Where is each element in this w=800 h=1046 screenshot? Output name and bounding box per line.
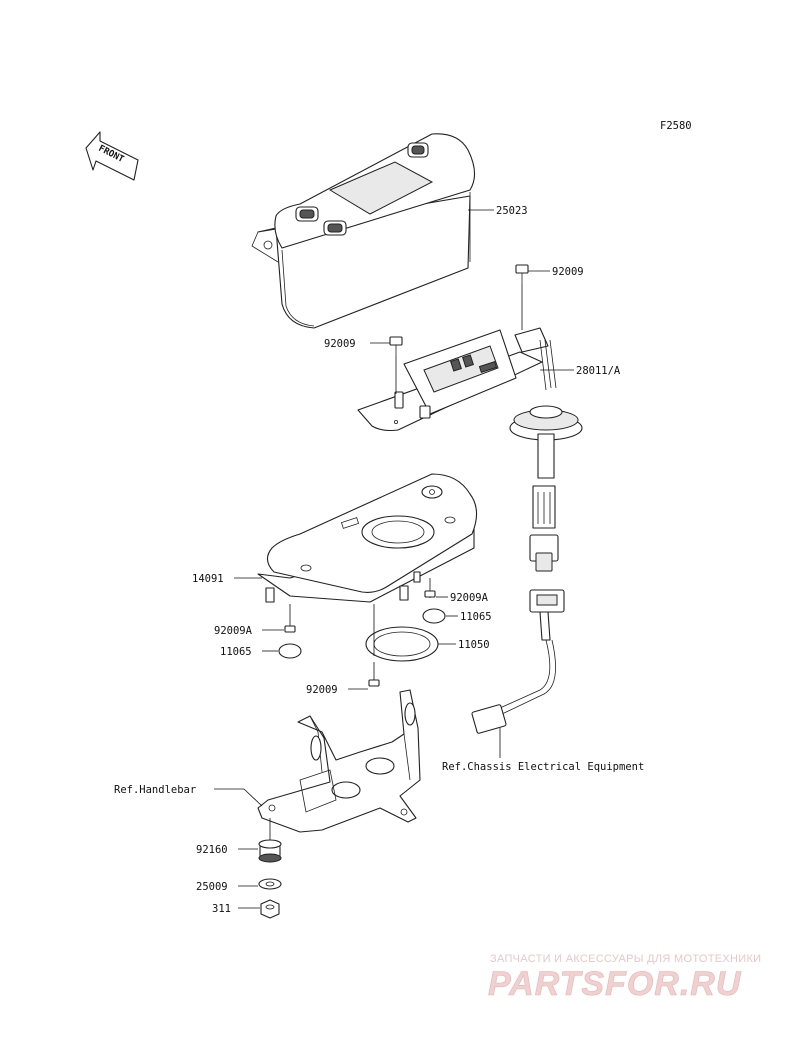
callout-92160: 92160 bbox=[196, 844, 228, 856]
callout-311: 311 bbox=[212, 903, 231, 915]
callout-25009: 25009 bbox=[196, 881, 228, 893]
cap-11065-left bbox=[278, 643, 302, 659]
cap-11065-right bbox=[422, 608, 446, 624]
watermark-brand: PARTSFOR.RU bbox=[488, 965, 742, 1003]
callout-92009-bottom: 92009 bbox=[306, 684, 338, 696]
callout-11065-left: 11065 bbox=[220, 646, 252, 658]
figure-code: F2580 bbox=[660, 120, 692, 132]
watermark: ЗАПЧАСТИ И АКСЕССУАРЫ ДЛЯ МОТОТЕХНИКИ PA… bbox=[488, 953, 761, 1003]
chassis-connector bbox=[471, 589, 565, 734]
callout-11065-right: 11065 bbox=[460, 611, 492, 623]
callout-11050: 11050 bbox=[458, 639, 490, 651]
callout-25023: 25023 bbox=[496, 205, 528, 217]
meter-cover-25023 bbox=[251, 133, 476, 329]
watermark-tagline: ЗАПЧАСТИ И АКСЕССУАРЫ ДЛЯ МОТОТЕХНИКИ bbox=[490, 953, 761, 965]
meter-bracket bbox=[257, 689, 421, 833]
callout-92009A-left: 92009A bbox=[214, 625, 253, 637]
damper-92160 bbox=[258, 839, 282, 863]
gasket-11050 bbox=[365, 626, 439, 662]
callout-92009A-right: 92009A bbox=[450, 592, 489, 604]
callout-28011A: 28011/A bbox=[576, 365, 621, 377]
callout-92009-left: 92009 bbox=[324, 338, 356, 350]
ref-chassis-electrical: Ref.Chassis Electrical Equipment bbox=[442, 761, 644, 773]
front-arrow-icon: FRONT bbox=[85, 131, 139, 181]
screw-92009-bottom bbox=[368, 679, 380, 687]
meter-unit-28011A bbox=[357, 327, 583, 572]
ref-handlebar: Ref.Handlebar bbox=[114, 784, 196, 796]
washer-25009 bbox=[258, 878, 282, 890]
nut-311 bbox=[260, 899, 280, 919]
callout-14091: 14091 bbox=[192, 573, 224, 585]
meter-case-14091 bbox=[257, 473, 478, 603]
callout-92009-top: 92009 bbox=[552, 266, 584, 278]
